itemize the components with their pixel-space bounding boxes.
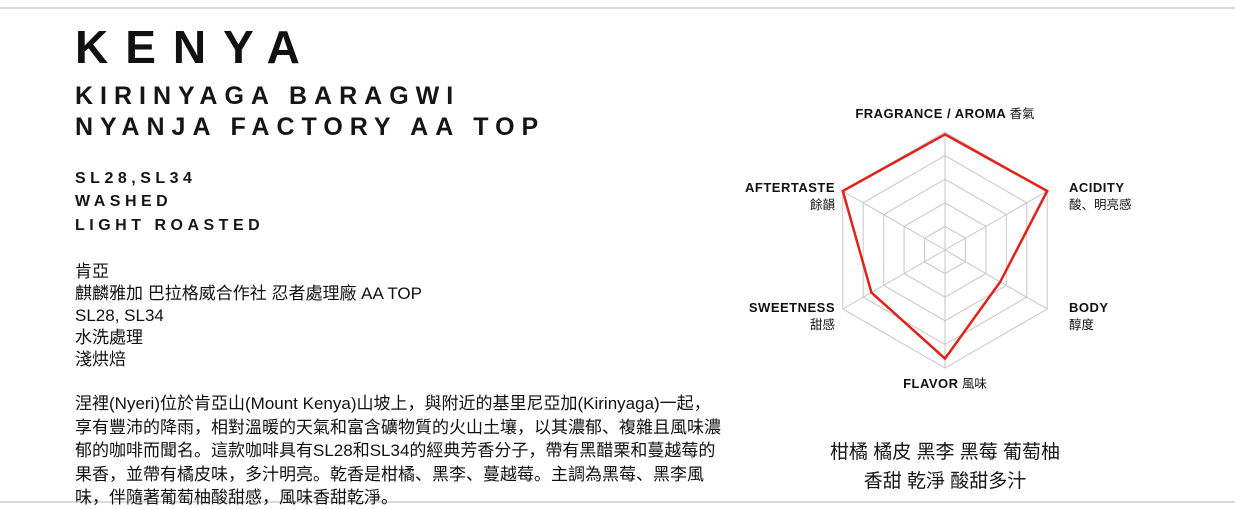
tasting-notes: 柑橘 橘皮 黑李 黑莓 葡萄柚 香甜 乾淨 酸甜多汁 [745,438,1145,497]
tasting-notes-line2: 香甜 乾淨 酸甜多汁 [863,471,1027,493]
farm-zh: 麒麟雅加 巴拉格威合作社 忍者處理廠 AA TOP [75,283,422,303]
axis-fragrance-aroma-zh: 香氣 [1009,107,1035,121]
axis-flavor: FLAVOR 風味 [695,376,1195,393]
axis-acidity-en: ACIDITY [1069,180,1125,195]
bottom-divider [0,501,1235,503]
axis-body-zh: 醇度 [1069,317,1095,332]
product-info: KENYA KIRINYAGA BARAGWI NYANJA FACTORY A… [75,20,735,509]
axis-aftertaste-zh: 餘韻 [809,197,835,212]
varietal-label: SL28,SL34 [75,170,197,188]
tasting-notes-line1: 柑橘 橘皮 黑李 黑莓 葡萄柚 [829,442,1061,463]
process-zh: 水洗處理 [75,328,143,348]
origin-zh: 肯亞 [75,261,109,281]
radar-chart [841,131,1049,369]
varietal-zh: SL28, SL34 [75,305,164,325]
axis-aftertaste: AFTERTASTE 餘韻 [645,180,835,213]
axis-acidity-zh: 酸、明亮感 [1069,197,1132,212]
top-divider [0,7,1235,9]
roast-label: LIGHT ROASTED [75,216,265,234]
subtitle-line-1: KIRINYAGA BARAGWI [75,82,461,111]
axis-aftertaste-en: AFTERTASTE [745,180,835,195]
description-text: 涅裡(Nyeri)位於肯亞山(Mount Kenya)山坡上，與附近的基里尼亞加… [75,394,721,508]
page-title: KENYA [75,21,317,73]
subtitle-line-2: NYANJA FACTORY AA TOP [75,112,546,141]
axis-sweetness: SWEETNESS 甜感 [645,300,835,333]
axis-sweetness-zh: 甜感 [809,317,835,332]
axis-acidity: ACIDITY 酸、明亮感 [1069,180,1132,213]
axis-flavor-zh: 風味 [961,377,987,391]
roast-zh: 淺烘焙 [75,350,126,370]
process-label: WASHED [75,193,173,211]
subtitle-block: KIRINYAGA BARAGWI NYANJA FACTORY AA TOP [75,81,735,142]
axis-body-en: BODY [1069,300,1109,315]
specs-chinese-block: 肯亞 麒麟雅加 巴拉格威合作社 忍者處理廠 AA TOP SL28, SL34 … [75,261,735,371]
axis-fragrance-aroma-en: FRAGRANCE / AROMA [855,106,1007,121]
flavor-radar: FRAGRANCE / AROMA 香氣 ACIDITY 酸、明亮感 BODY … [745,88,1132,418]
axis-body: BODY 醇度 [1069,300,1109,333]
axis-sweetness-en: SWEETNESS [748,300,835,315]
axis-fragrance-aroma: FRAGRANCE / AROMA 香氣 [695,106,1195,123]
axis-flavor-en: FLAVOR [903,376,959,391]
specs-block: SL28,SL34 WASHED LIGHT ROASTED [75,167,735,237]
